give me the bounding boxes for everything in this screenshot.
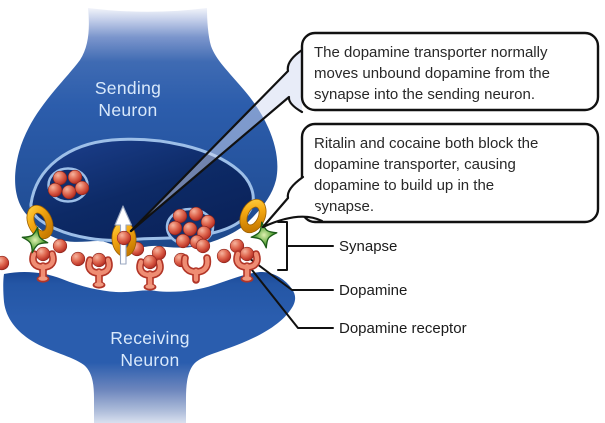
- svg-text:dopamine transporter, causing: dopamine transporter, causing: [314, 156, 516, 173]
- dopamine-receptor-leader-line: [251, 269, 334, 329]
- dopamine-receptor-empty: [185, 258, 208, 280]
- svg-text:Neuron: Neuron: [120, 350, 179, 370]
- svg-text:synapse into the sending neuro: synapse into the sending neuron.: [314, 86, 535, 103]
- dopamine-label: Dopamine: [339, 282, 407, 299]
- callout2-pointer: [261, 175, 324, 229]
- svg-text:Neuron: Neuron: [98, 100, 157, 120]
- callout-ritalin-cocaine: Ritalin and cocaine both block the dopam…: [261, 122, 600, 229]
- sending-neuron-label: Sending Neuron: [95, 78, 161, 120]
- svg-text:moves unbound dopamine from th: moves unbound dopamine from the: [314, 65, 550, 82]
- synapse-bracket: [277, 221, 334, 271]
- synapse-label: Synapse: [339, 238, 397, 255]
- callout-transporter-normal: The dopamine transporter normally moves …: [300, 31, 600, 112]
- dopamine-leader-line: [248, 257, 334, 291]
- dopamine-transporter-middle: [110, 205, 138, 265]
- svg-text:The dopamine transporter norma: The dopamine transporter normally: [314, 44, 548, 61]
- receiving-neuron-label: Receiving Neuron: [110, 328, 190, 370]
- vesicle-1: [47, 167, 90, 203]
- svg-text:dopamine to build up in the: dopamine to build up in the: [314, 177, 494, 194]
- vesicle-2: [165, 206, 216, 250]
- svg-text:synapse.: synapse.: [314, 198, 374, 215]
- svg-text:Receiving: Receiving: [110, 328, 190, 348]
- svg-text:Sending: Sending: [95, 78, 161, 98]
- receiving-neuron: [3, 271, 296, 423]
- dopamine-receptor-label: Dopamine receptor: [339, 320, 467, 337]
- callout1-pointer: [129, 48, 304, 233]
- svg-text:Ritalin and cocaine both block: Ritalin and cocaine both block the: [314, 135, 538, 152]
